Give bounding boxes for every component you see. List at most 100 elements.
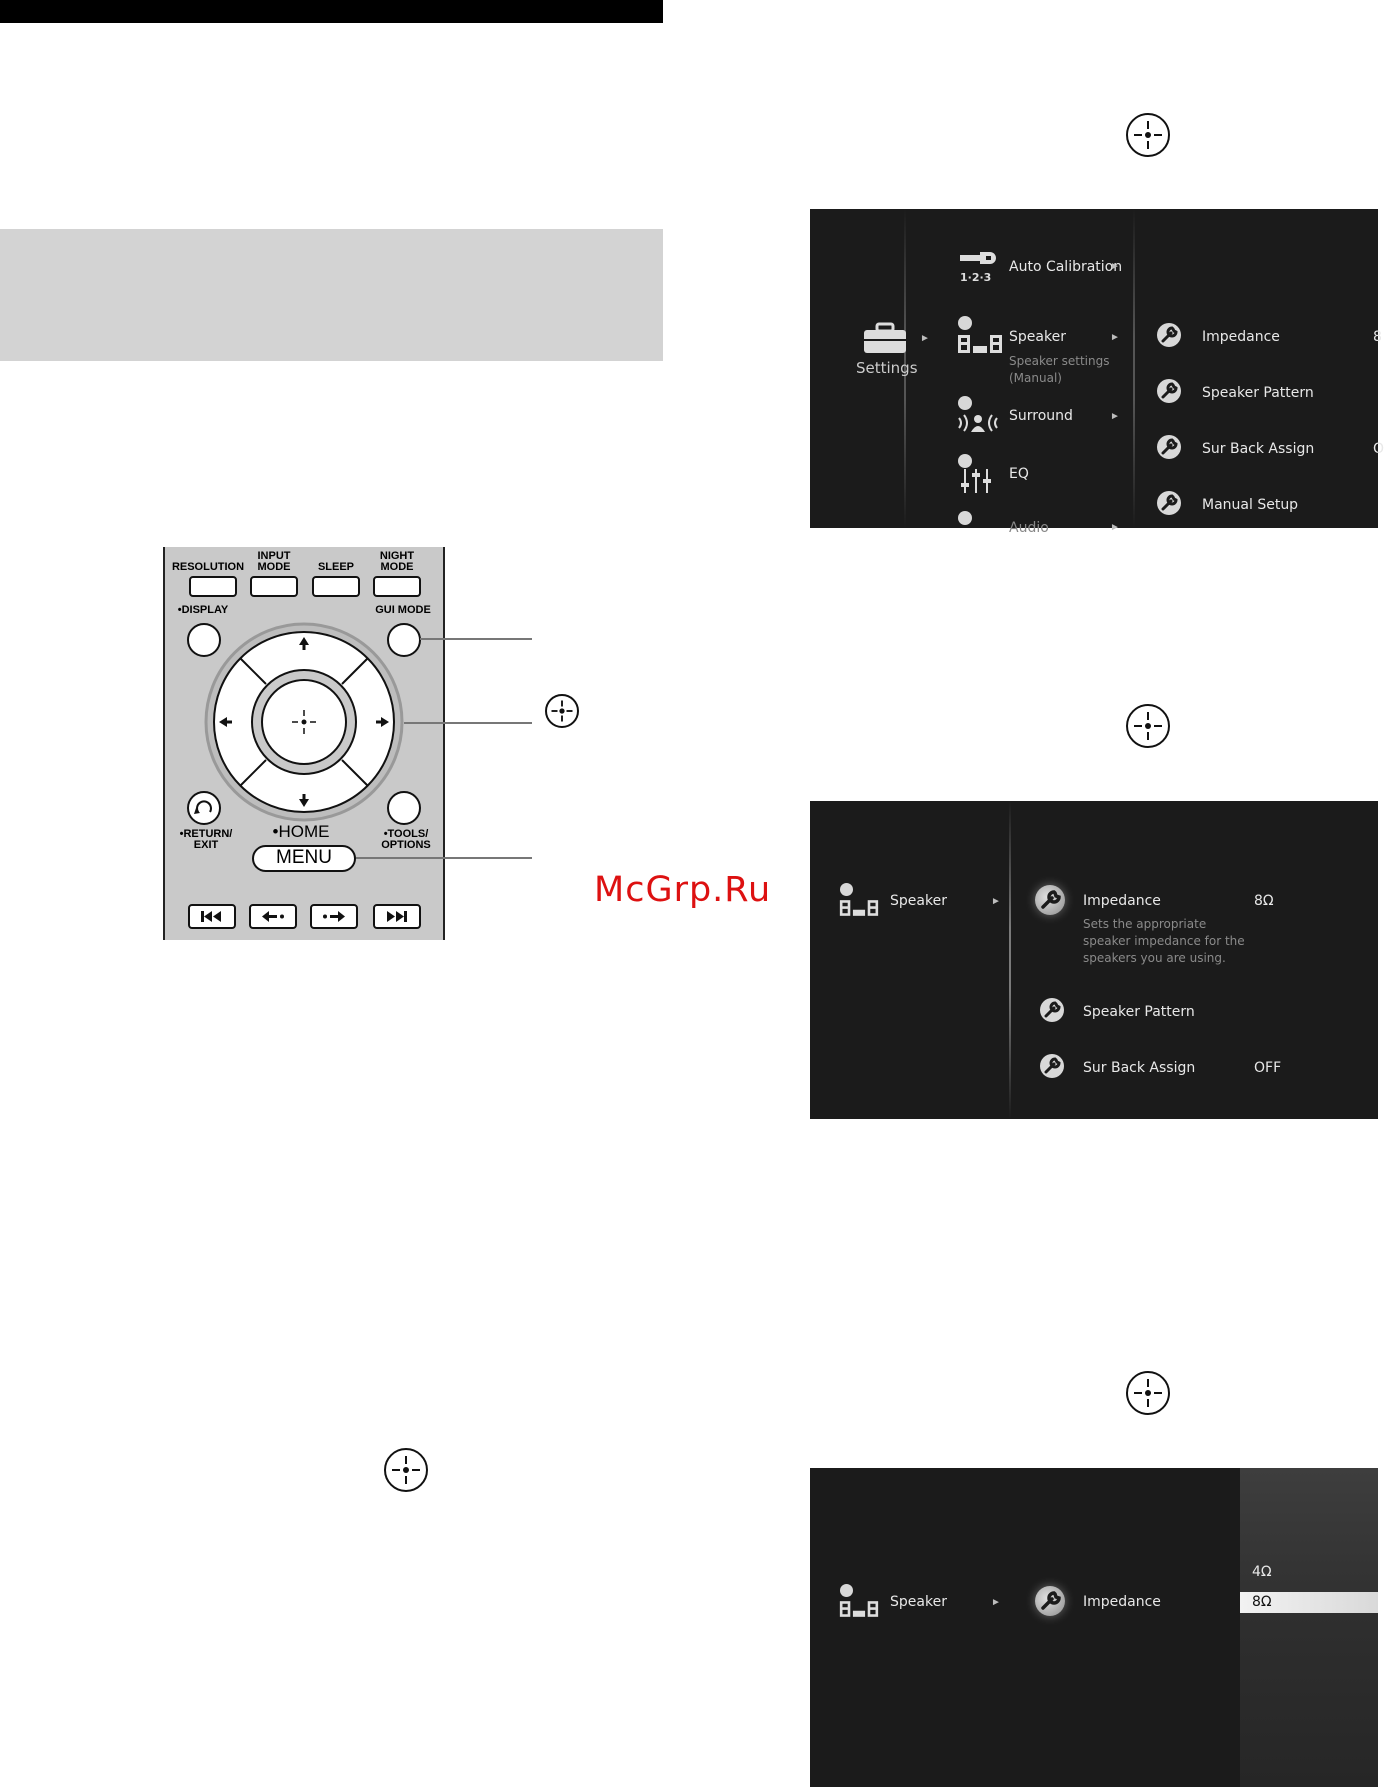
impedance-value: 8 — [1373, 329, 1382, 345]
eq-label[interactable]: EQ — [1009, 466, 1029, 482]
directional-pad[interactable] — [204, 622, 404, 822]
speaker-label[interactable]: Speaker — [1009, 329, 1066, 345]
display-button[interactable] — [187, 623, 221, 657]
auto-calibration-label[interactable]: Auto Calibration — [1009, 259, 1123, 275]
menu-button[interactable]: MENU — [252, 845, 356, 872]
eq-icon — [961, 469, 991, 493]
speaker-icon — [958, 335, 1002, 353]
enter-icon — [1126, 1371, 1170, 1415]
wrench-icon — [1040, 998, 1064, 1022]
next-button[interactable] — [373, 904, 421, 929]
callout-line — [420, 638, 532, 640]
return-icon — [194, 800, 212, 814]
impedance-item[interactable]: Impedance — [1083, 893, 1161, 909]
surround-icon — [958, 414, 998, 432]
wrench-icon — [1035, 885, 1065, 915]
replay-button[interactable] — [249, 904, 297, 929]
enter-icon — [545, 694, 579, 728]
display-label: •DISPLAY — [177, 604, 229, 616]
gui-mode-label: GUI MODE — [375, 604, 431, 616]
option-8-ohm[interactable]: 8Ω — [1252, 1594, 1272, 1610]
tools-options-label: •TOOLS/ OPTIONS — [381, 828, 431, 851]
speaker-label: Speaker — [890, 893, 947, 909]
sur-back-assign-value: O — [1373, 441, 1384, 457]
svg-text:1·2·3: 1·2·3 — [960, 271, 991, 284]
column-divider — [1133, 209, 1135, 528]
sleep-label: SLEEP — [317, 561, 355, 573]
arrow-icon: ► — [1110, 522, 1120, 533]
replay-icon — [262, 911, 284, 922]
arrow-icon: ► — [991, 1597, 1001, 1608]
column-divider — [904, 209, 906, 528]
sur-back-assign-item[interactable]: Sur Back Assign — [1202, 441, 1315, 457]
speaker-icon — [839, 1601, 879, 1617]
previous-icon — [201, 911, 221, 922]
wrench-icon — [1157, 379, 1181, 403]
audio-label[interactable]: Audio — [1009, 520, 1049, 536]
wrench-icon — [958, 316, 972, 330]
sur-back-assign-value: OFF — [1254, 1060, 1282, 1076]
return-exit-button[interactable] — [187, 791, 221, 825]
selected-option-highlight — [1240, 1592, 1378, 1613]
wrench-icon — [958, 454, 972, 468]
resolution-button[interactable] — [189, 576, 237, 597]
note-box — [0, 229, 663, 361]
section-header-bar — [0, 0, 663, 23]
speaker-icon — [839, 900, 879, 916]
speaker-pattern-item[interactable]: Speaker Pattern — [1202, 385, 1314, 401]
wrench-icon — [1157, 491, 1181, 515]
arrow-icon: ► — [1110, 411, 1120, 422]
input-mode-button[interactable] — [250, 576, 298, 597]
return-exit-label: •RETURN/ EXIT — [179, 828, 233, 851]
remote-edge — [443, 547, 452, 940]
wrench-icon — [958, 396, 972, 410]
advance-button[interactable] — [310, 904, 358, 929]
tools-options-button[interactable] — [387, 791, 421, 825]
impedance-description: Sets the appropriate speaker impedance f… — [1083, 917, 1245, 965]
wrench-icon — [840, 883, 853, 896]
wrench-icon — [1157, 435, 1181, 459]
impedance-label: Impedance — [1083, 1594, 1161, 1610]
wrench-icon — [1035, 1586, 1065, 1616]
night-mode-button[interactable] — [373, 576, 421, 597]
column-divider — [1009, 801, 1011, 1119]
callout-line — [356, 857, 532, 859]
impedance-screen: Speaker ► Impedance 4Ω 8Ω — [810, 1468, 1378, 1787]
option-popup — [1240, 1468, 1378, 1787]
manual-setup-item[interactable]: Manual Setup — [1202, 497, 1299, 513]
home-label: •HOME — [272, 822, 330, 841]
option-4-ohm[interactable]: 4Ω — [1252, 1564, 1272, 1580]
arrow-icon: ► — [1110, 332, 1120, 343]
gui-mode-button[interactable] — [387, 623, 421, 657]
advance-icon — [323, 911, 345, 922]
wrench-icon — [1157, 323, 1181, 347]
speaker-label: Speaker — [890, 1594, 947, 1610]
callout-line — [404, 722, 532, 724]
arrow-icon: ► — [1110, 261, 1120, 272]
resolution-label: RESOLUTION — [171, 561, 245, 573]
enter-icon — [1126, 704, 1170, 748]
input-mode-label: INPUT MODE — [257, 550, 291, 573]
arrow-icon: ► — [920, 333, 930, 344]
wrench-icon — [840, 1584, 853, 1597]
night-mode-label: NIGHT MODE — [379, 550, 415, 573]
remote-edge — [156, 547, 165, 940]
enter-icon — [1126, 113, 1170, 157]
settings-screen: ► Settings 1·2·3 Auto Calibration ► Spea… — [810, 209, 1384, 536]
surround-label[interactable]: Surround — [1009, 408, 1073, 424]
toolbox-icon — [864, 322, 906, 353]
calibration-icon: 1·2·3 — [960, 252, 996, 284]
previous-button[interactable] — [188, 904, 236, 929]
impedance-item[interactable]: Impedance — [1202, 329, 1280, 345]
speaker-screen: Speaker ► Impedance 8Ω Sets the appropri… — [810, 801, 1378, 1119]
sleep-button[interactable] — [312, 576, 360, 597]
next-icon — [387, 911, 407, 922]
wrench-icon — [958, 511, 972, 525]
sur-back-assign-item[interactable]: Sur Back Assign — [1083, 1060, 1196, 1076]
speaker-pattern-item[interactable]: Speaker Pattern — [1083, 1004, 1195, 1020]
speaker-sub: Speaker settings (Manual) — [1009, 354, 1110, 385]
impedance-value: 8Ω — [1254, 893, 1274, 909]
enter-icon — [384, 1448, 428, 1492]
settings-label: Settings — [856, 359, 918, 377]
watermark: McGrp.Ru — [594, 870, 772, 910]
